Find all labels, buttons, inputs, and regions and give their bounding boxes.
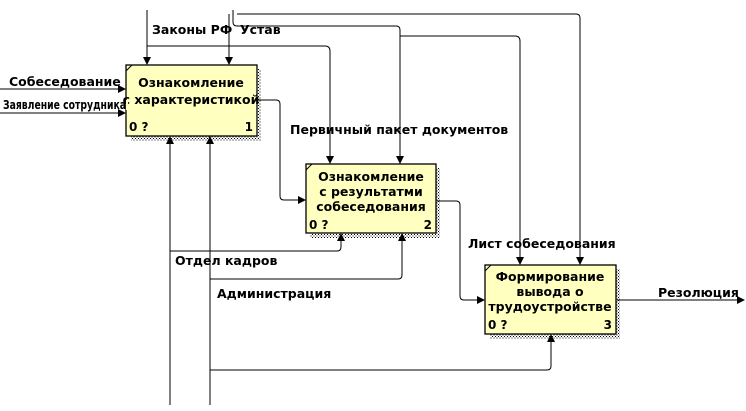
arrow-charter[interactable]: [225, 10, 584, 265]
label-application: Заявление сотрудника: [3, 97, 126, 112]
label-laws: Законы РФ: [152, 22, 232, 37]
activity-box-3[interactable]: Формирование вывода о трудоустройстве 0 …: [484, 264, 617, 335]
label-charter: Устав: [240, 22, 281, 37]
box-3-line-1: Формирование: [496, 269, 605, 284]
box-1-number: 1: [245, 120, 253, 134]
box-2-line-3: собеседования: [316, 199, 426, 214]
box-2-line-1: Ознакомление: [318, 169, 424, 184]
box-3-status: 0 ?: [488, 318, 508, 332]
arrow-interview-sheet[interactable]: [437, 200, 485, 304]
box-2-line-2: с результатми: [319, 184, 423, 199]
arrow-hr[interactable]: [166, 136, 345, 405]
label-docs: Первичный пакет документов: [290, 122, 508, 137]
box-1-line-2: с характеристикой: [123, 92, 260, 107]
label-interview: Собеседование: [9, 74, 121, 89]
activity-box-2[interactable]: Ознакомление с результатми собеседования…: [305, 163, 437, 234]
label-hr: Отдел кадров: [175, 253, 278, 268]
box-1-line-1: Ознакомление: [138, 75, 244, 90]
arrow-docs[interactable]: [258, 99, 306, 204]
box-2-status: 0 ?: [309, 218, 329, 232]
label-interview-sheet: Лист собеседования: [468, 236, 616, 251]
label-clip: [126, 100, 128, 110]
box-3-line-3: трудоустройстве: [488, 299, 611, 314]
label-admin: Администрация: [217, 286, 331, 301]
box-2-number: 2: [424, 218, 432, 232]
box-1-status: 0 ?: [129, 120, 149, 134]
label-resolution: Резолюция: [658, 285, 739, 300]
box-3-line-2: вывода о: [516, 284, 584, 299]
arrow-admin[interactable]: [206, 136, 555, 405]
arrow-laws[interactable]: [143, 10, 334, 164]
box-3-number: 3: [604, 318, 612, 332]
activity-box-1[interactable]: Ознакомление с характеристикой 0 ? 1: [123, 64, 260, 137]
